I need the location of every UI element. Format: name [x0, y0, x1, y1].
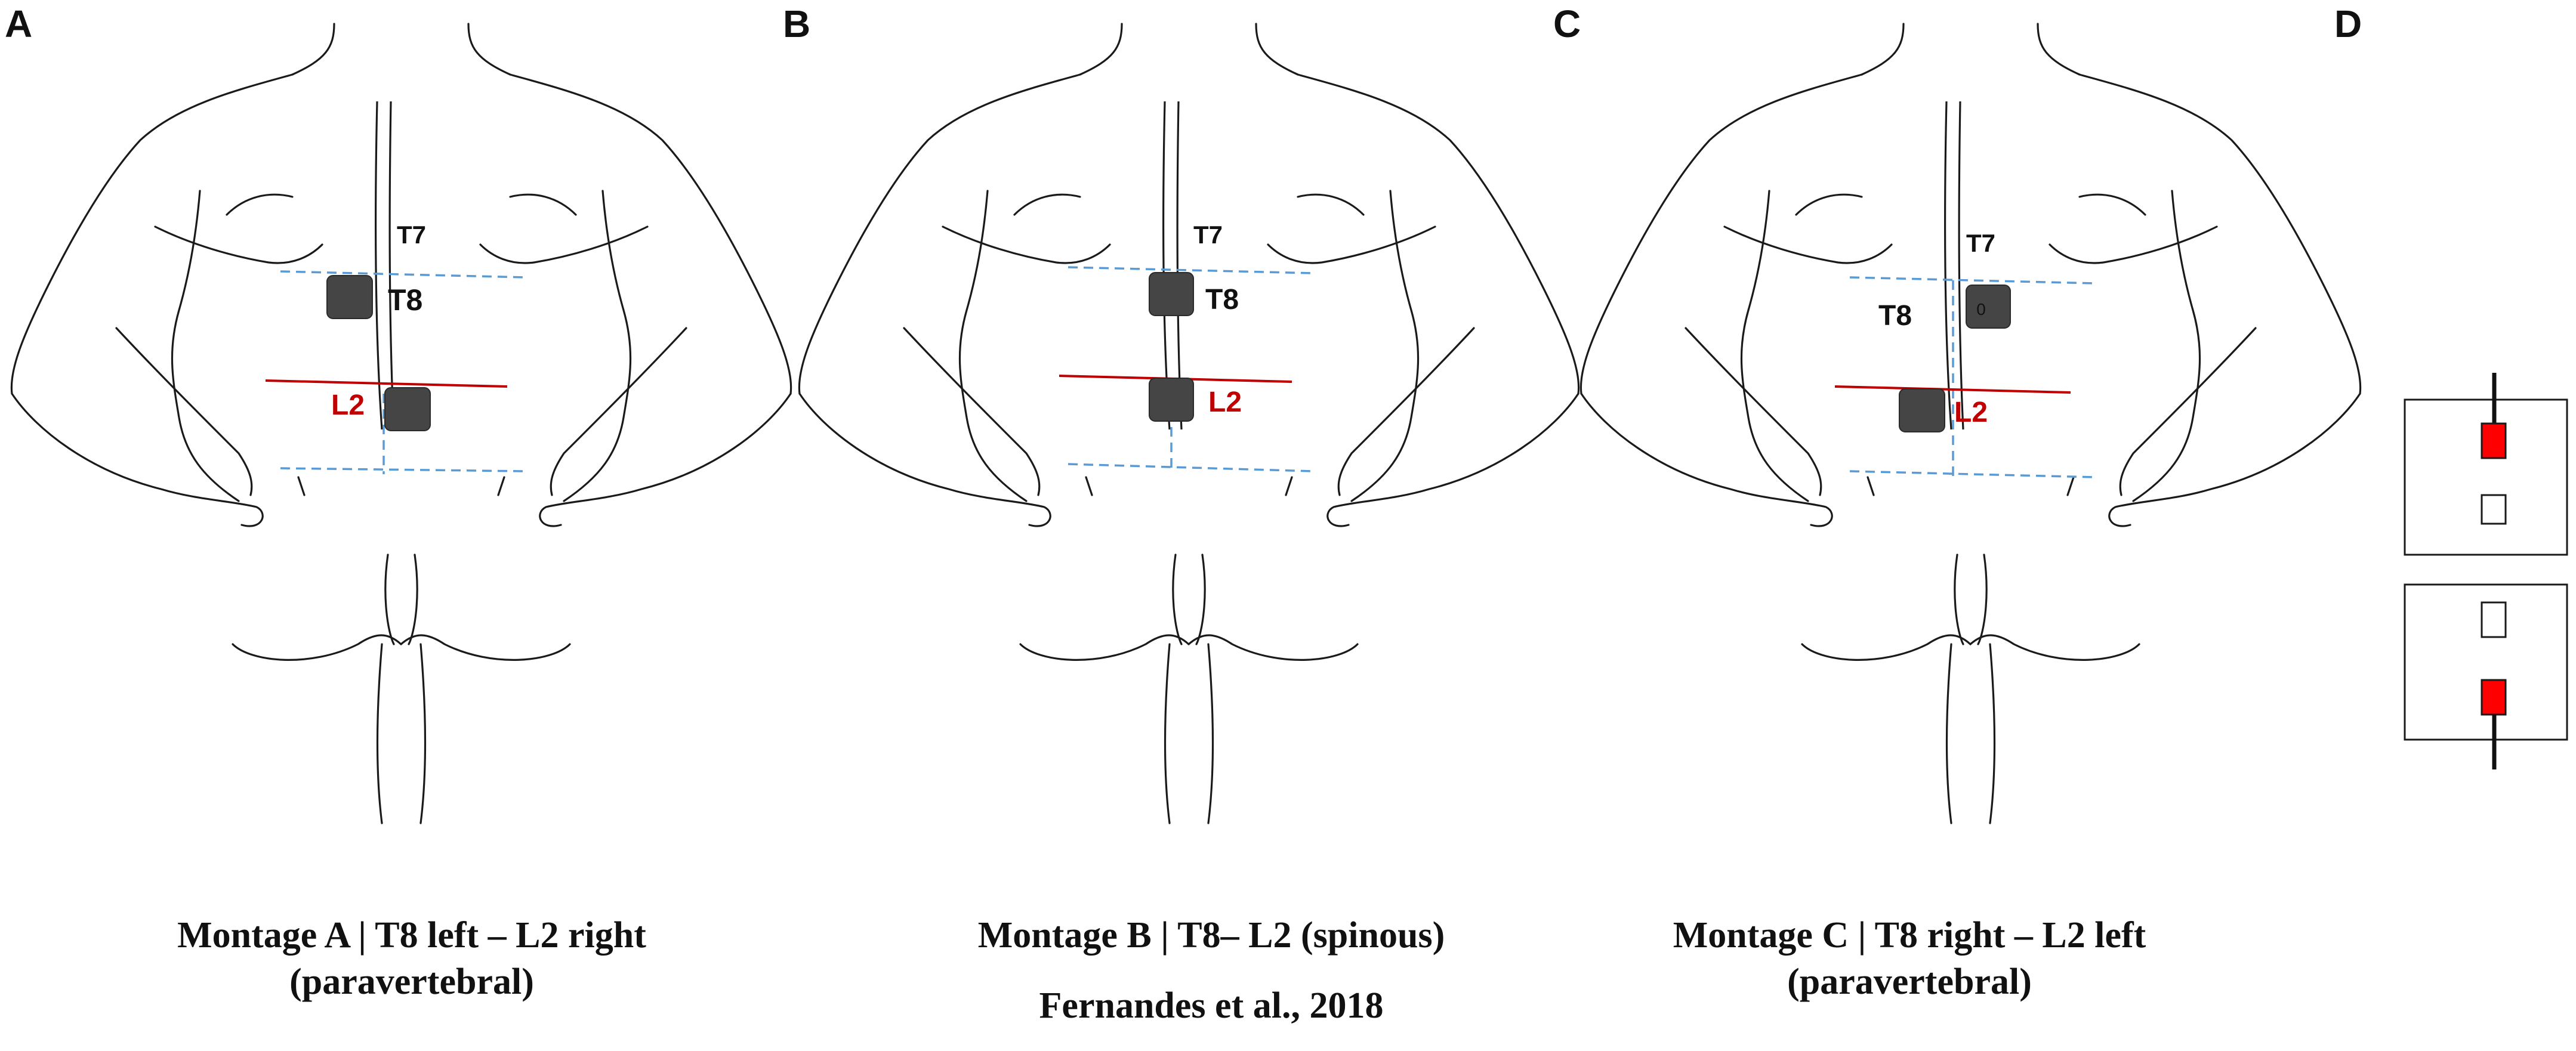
electrode-t8-c: [1966, 285, 2011, 329]
lower-guide-line-a: [280, 467, 526, 472]
caption-a-line2: (paravertebral): [289, 961, 534, 1002]
caption-c-line1: Montage C | T8 right – L2 left: [1673, 915, 2146, 956]
lower-guide-line-c: [1849, 470, 2095, 478]
panel-b-diagram: T7 T8 L2: [798, 23, 1580, 824]
label-t8-b: T8: [1205, 284, 1239, 316]
label-l2-b: L2: [1208, 387, 1242, 418]
torso-outline-b: [798, 23, 1580, 824]
label-l2-a: L2: [331, 390, 365, 421]
label-l2-c: L2: [1954, 397, 1988, 428]
caption-b-line2: Fernandes et al., 2018: [1039, 985, 1384, 1026]
electrode-mark-c: 0: [1976, 300, 1986, 319]
caption-montage-a: Montage A | T8 left – L2 right (paravert…: [113, 913, 710, 1005]
lower-guide-line-b: [1068, 463, 1313, 472]
spine-right-edge-c: [1958, 101, 1964, 430]
l2-level-line-a: [265, 379, 508, 388]
electrode-l2-a: [384, 387, 431, 431]
caption-b-line1: Montage B | T8– L2 (spinous): [977, 915, 1445, 956]
label-t7-b: T7: [1193, 221, 1223, 249]
t8-guide-line-b: [1068, 266, 1313, 274]
electrode-l2-c: [1899, 388, 1945, 432]
spine-right-edge-a: [388, 101, 395, 430]
electrode-t8-b: [1149, 272, 1194, 316]
label-t8-a: T8: [388, 283, 422, 317]
active-contact-top: [2481, 422, 2507, 459]
active-contact-bottom: [2481, 679, 2507, 716]
panel-letter-d: D: [2334, 2, 2362, 45]
l2-level-line-c: [1834, 385, 2071, 394]
spine-left-edge-c: [1944, 101, 1952, 430]
electrode-l2-b: [1149, 378, 1194, 422]
panel-c-diagram: 0 T7 T8 L2: [1579, 23, 2362, 824]
panel-d-diagram: [2404, 373, 2568, 769]
spine-left-edge-a: [375, 101, 383, 430]
label-t8-c: T8: [1878, 300, 1912, 332]
electrode-t8-a: [326, 275, 373, 319]
t8-guide-line-c: [1849, 276, 2095, 285]
caption-montage-c: Montage C | T8 right – L2 left (paravert…: [1611, 913, 2208, 1005]
panel-letter-a: A: [5, 2, 33, 45]
panel-letter-c: C: [1553, 2, 1581, 45]
panel-letter-b: B: [783, 2, 811, 45]
panel-a-diagram: T7 T8 L2: [10, 23, 792, 824]
t8-guide-line-a: [280, 270, 526, 279]
passive-contact-bottom: [2481, 601, 2507, 638]
caption-a-line1: Montage A | T8 left – L2 right: [177, 915, 646, 956]
passive-contact-top: [2481, 494, 2507, 525]
caption-c-line2: (paravertebral): [1787, 961, 2032, 1002]
label-t7-c: T7: [1966, 229, 1995, 257]
label-t7-a: T7: [397, 221, 426, 249]
caption-montage-b: Montage B | T8– L2 (spinous) Fernandes e…: [913, 913, 1510, 1029]
